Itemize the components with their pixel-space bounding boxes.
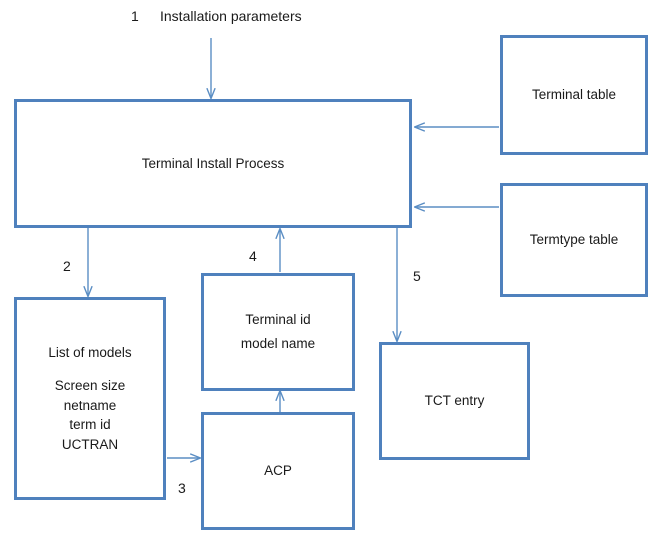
- node-list-of-models-item-2: term id: [69, 417, 111, 433]
- node-tct-entry-label: TCT entry: [424, 393, 485, 409]
- node-list-of-models-item-1: netname: [63, 397, 117, 413]
- node-terminal-id-model-name-line1: Terminal id: [245, 311, 311, 327]
- node-terminal-id-model-name[interactable]: Terminal id model name: [201, 273, 355, 391]
- installation-parameters-label: Installation parameters: [160, 8, 302, 24]
- edge-number-2: 2: [63, 258, 71, 274]
- node-list-of-models-heading: List of models: [48, 344, 132, 360]
- node-list-of-models-item-0: Screen size: [54, 378, 126, 394]
- edge-number-1: 1: [131, 8, 139, 24]
- node-terminal-table[interactable]: Terminal table: [500, 35, 648, 155]
- node-termtype-table[interactable]: Termtype table: [500, 183, 648, 297]
- node-terminal-install-process-label: Terminal Install Process: [141, 155, 285, 171]
- node-acp[interactable]: ACP: [201, 412, 355, 530]
- edge-number-4: 4: [249, 248, 257, 264]
- node-list-of-models-item-3: UCTRAN: [61, 436, 119, 452]
- node-terminal-table-label: Terminal table: [531, 87, 617, 103]
- node-acp-label: ACP: [264, 463, 292, 479]
- node-tct-entry[interactable]: TCT entry: [379, 342, 530, 460]
- node-terminal-id-model-name-line2: model name: [240, 336, 316, 351]
- node-termtype-table-label: Termtype table: [529, 232, 619, 248]
- edge-number-3: 3: [178, 480, 186, 496]
- node-list-of-models[interactable]: List of models Screen size netname term …: [14, 297, 166, 500]
- node-terminal-install-process[interactable]: Terminal Install Process: [14, 99, 412, 228]
- edge-number-5: 5: [413, 268, 421, 284]
